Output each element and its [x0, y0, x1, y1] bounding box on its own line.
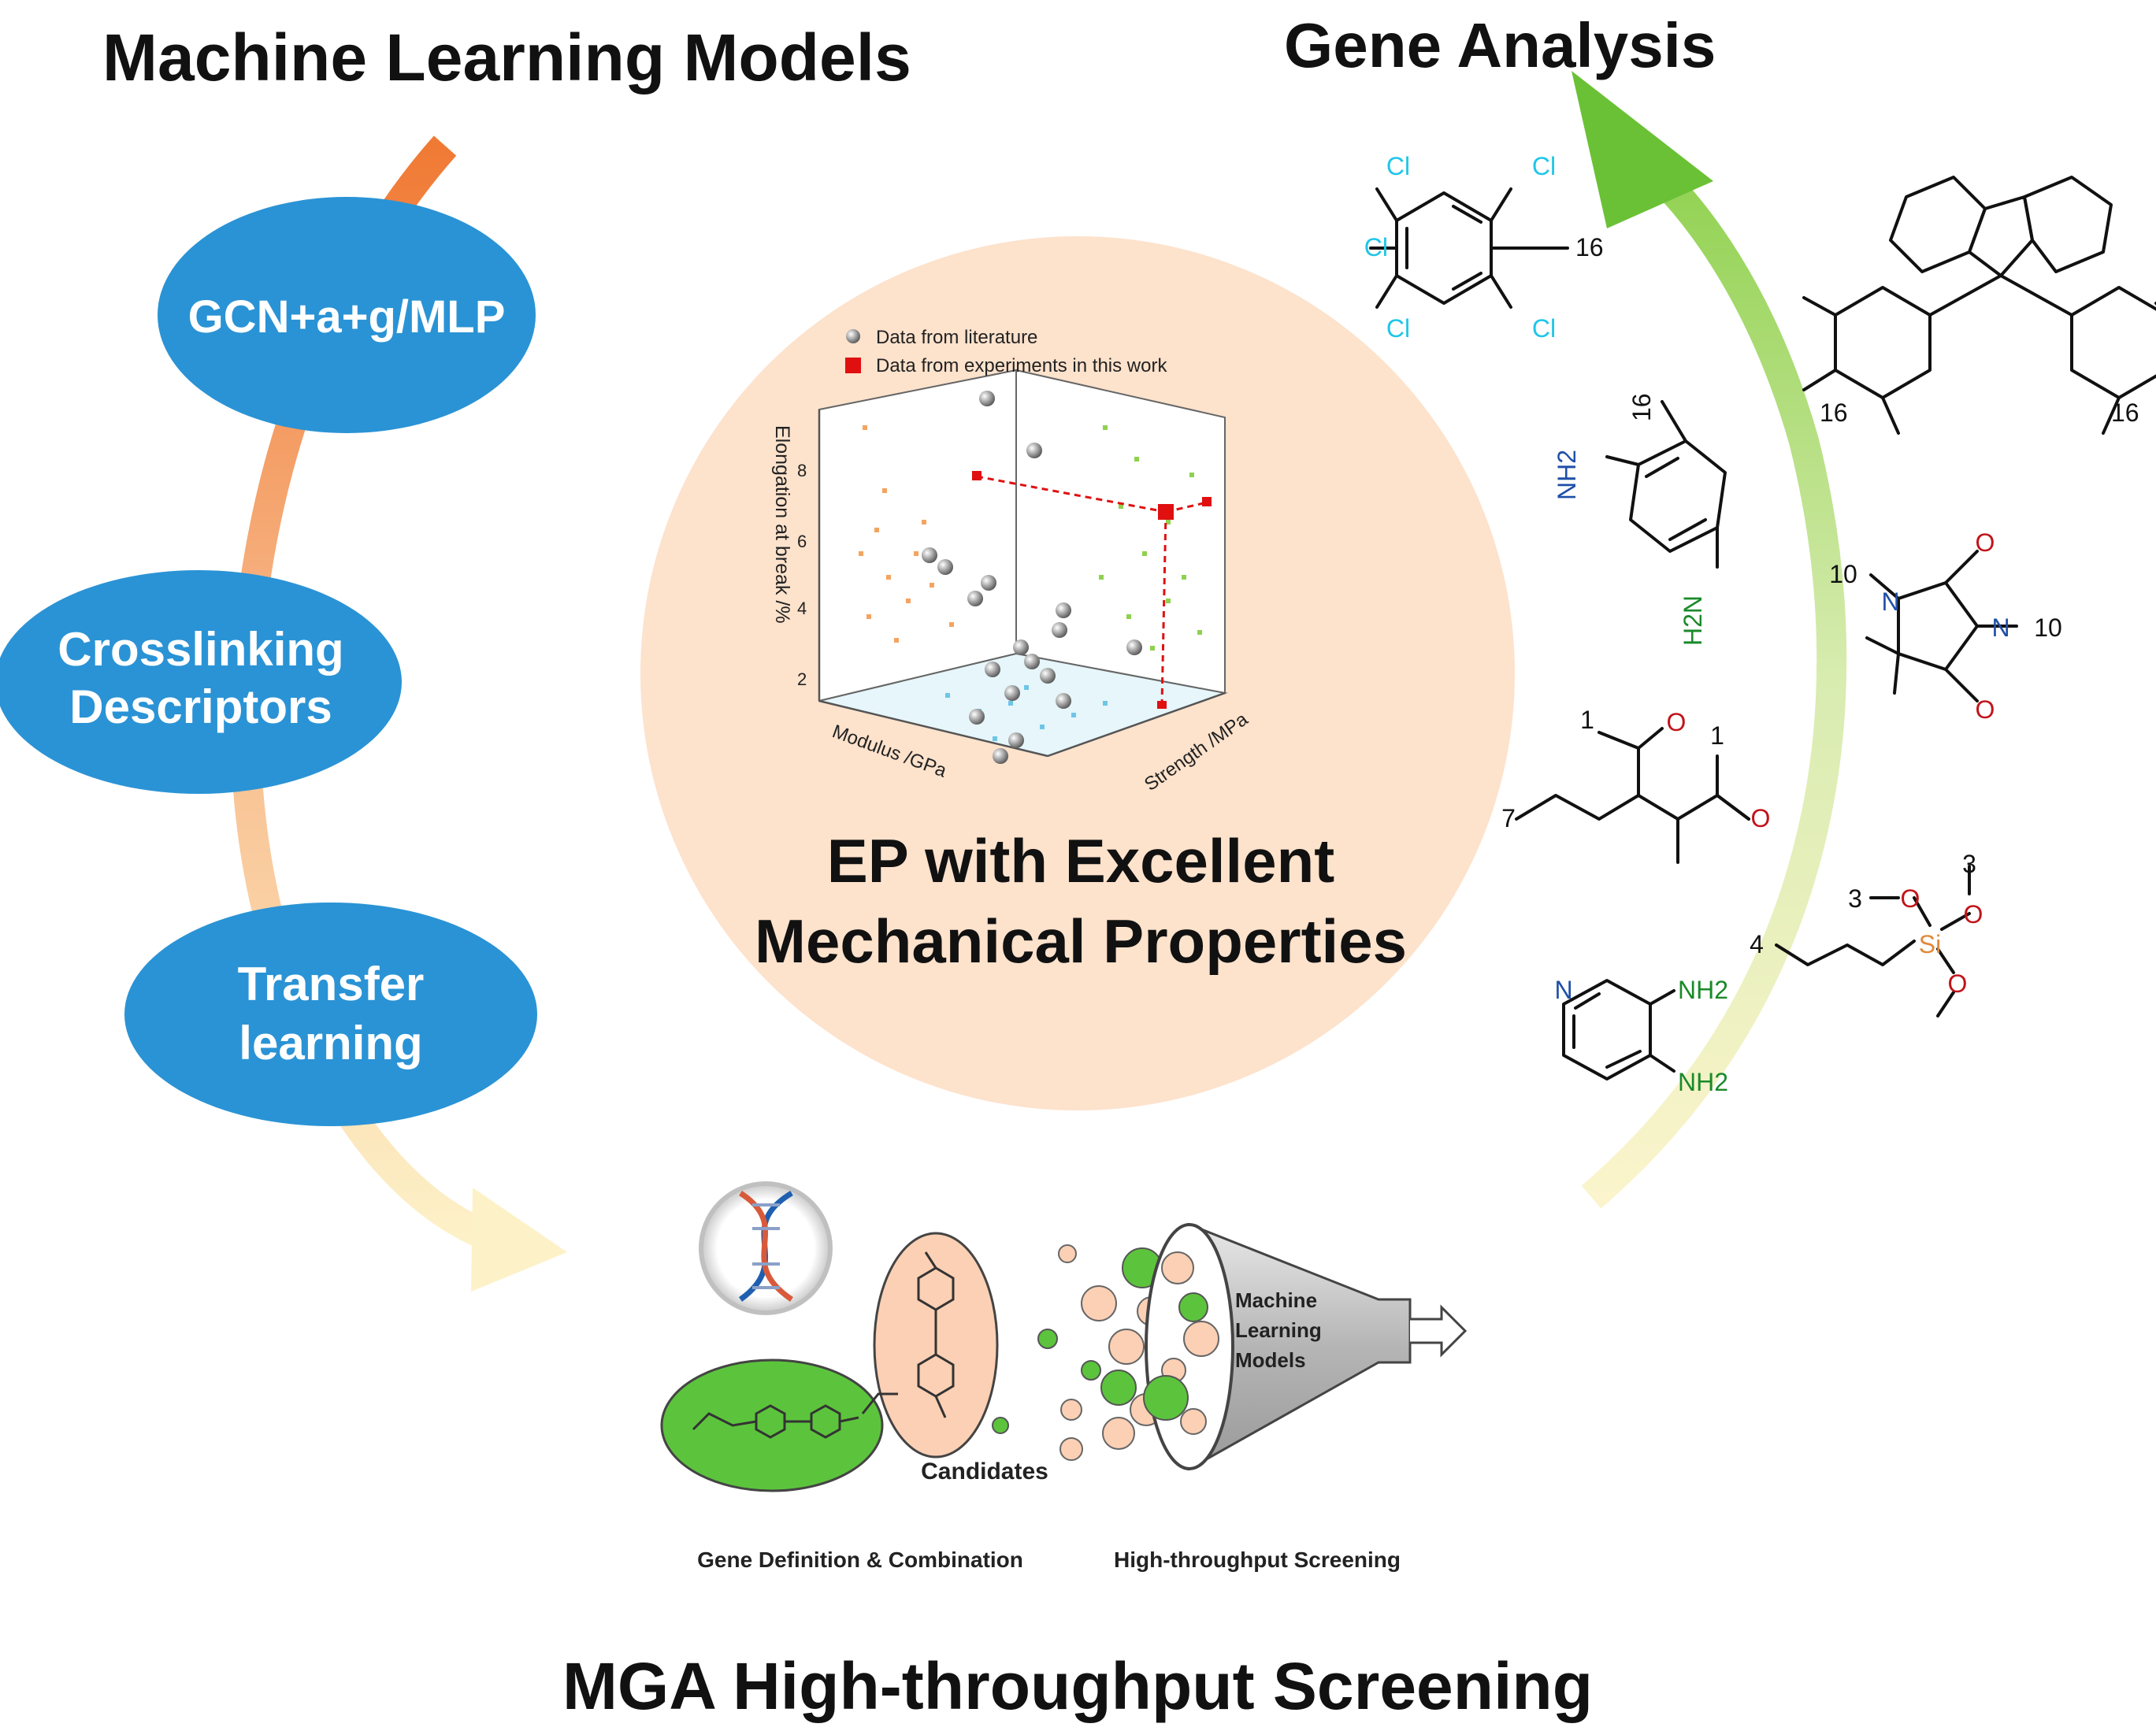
candidates-label: Candidates	[921, 1459, 1048, 1485]
ep-title-line2: Mechanical Properties	[755, 906, 1407, 976]
experiment-points	[972, 471, 1212, 709]
molecule-silane: O O O Si 3 3 4	[1750, 850, 1983, 1017]
m1-cl-2: Cl	[1532, 152, 1556, 180]
m4-o1: O	[1976, 528, 1995, 557]
chart-legend: Data from literature Data from experimen…	[845, 327, 1167, 376]
caption-gene-definition: Gene Definition & Combination	[697, 1548, 1023, 1572]
m1-cl-5: Cl	[1532, 314, 1556, 343]
z-tick-8: 8	[797, 461, 807, 480]
ep-title-line1: EP with Excellent	[827, 826, 1334, 895]
projection-points-left	[859, 425, 954, 643]
m6-index-2: 3	[1962, 850, 1976, 878]
step-transfer-label-2: learning	[239, 1017, 422, 1069]
z-axis-label: Elongation at break /%	[771, 425, 793, 624]
step-gcn-label: GCN+a+g/MLP	[188, 291, 506, 343]
molecule-hydantoin: N N O O 10 10	[1829, 528, 2062, 724]
ml-funnel: Machine Learning Models	[1143, 1222, 1468, 1471]
funnel-label-2: Learning	[1235, 1318, 1322, 1342]
m4-index-1: 10	[1829, 560, 1857, 588]
m4-o2: O	[1976, 695, 1995, 724]
m6-si: Si	[1919, 930, 1941, 958]
m1-cl-1: Cl	[1386, 152, 1410, 180]
m7-n: N	[1554, 976, 1572, 1004]
m3-index: 16	[1627, 393, 1656, 421]
m4-n2: N	[1991, 613, 2009, 642]
m2-index-2: 16	[2111, 398, 2139, 427]
m7-nh2-1: NH2	[1678, 976, 1728, 1004]
m5-index-3: 7	[1501, 804, 1516, 832]
mga-title: MGA High-throughput Screening	[562, 1649, 1593, 1723]
molecule-fluorene: 16 16	[1802, 176, 2156, 435]
molecule-diaminopyridine: N NH2 NH2	[1554, 976, 1728, 1096]
m3-h2n: H2N	[1679, 595, 1707, 646]
m1-index: 16	[1575, 233, 1604, 261]
m5-o2: O	[1751, 804, 1771, 832]
legend-marker-experiment	[845, 358, 861, 373]
z-tick-6: 6	[797, 532, 807, 551]
m3-nh2: NH2	[1553, 450, 1581, 500]
m7-nh2-2: NH2	[1678, 1068, 1728, 1096]
m4-index-2: 10	[2034, 613, 2062, 642]
funnel-label-3: Models	[1235, 1348, 1306, 1372]
ml-models-title: Machine Learning Models	[102, 20, 911, 95]
candidate-circles	[992, 1244, 1167, 1461]
gene-molecule-orange	[873, 1232, 999, 1459]
m6-index-1: 3	[1848, 884, 1862, 913]
scatter-3d-chart: 2 4 6 8 Elongation at break /% Modulus /…	[771, 327, 1252, 795]
m1-cl-4: Cl	[1386, 314, 1410, 343]
m6-o3: O	[1948, 969, 1968, 998]
dna-icon	[699, 1181, 833, 1315]
step-descriptors-label-2: Descriptors	[69, 680, 332, 733]
legend-experiment: Data from experiments in this work	[876, 355, 1167, 376]
step-transfer-label-1: Transfer	[238, 958, 425, 1010]
m6-index-3: 4	[1750, 930, 1764, 958]
right-flow-arrow	[1572, 71, 1847, 1209]
z-tick-2: 2	[797, 669, 807, 689]
m2-index-1: 16	[1820, 398, 1848, 427]
m5-o1: O	[1667, 708, 1687, 736]
legend-marker-literature	[846, 329, 860, 343]
step-transfer-node: Transfer learning	[124, 903, 537, 1126]
legend-literature: Data from literature	[876, 327, 1037, 348]
funnel-label-1: Machine	[1235, 1288, 1317, 1312]
m4-n1: N	[1881, 588, 1899, 616]
m5-index-1: 1	[1580, 706, 1594, 734]
caption-screening: High-throughput Screening	[1114, 1548, 1401, 1572]
m6-o2: O	[1964, 900, 1983, 929]
step-gcn-node: GCN+a+g/MLP	[158, 197, 536, 433]
step-descriptors-label-1: Crosslinking	[58, 623, 343, 676]
m1-cl-3: Cl	[1364, 233, 1388, 261]
molecule-pentachlorophenyl: Cl Cl Cl Cl Cl 16	[1364, 152, 1604, 343]
m6-o1: O	[1901, 884, 1920, 913]
gene-analysis-title: Gene Analysis	[1284, 10, 1716, 80]
projection-points-right	[1099, 425, 1202, 651]
literature-points	[922, 391, 1142, 764]
z-tick-4: 4	[797, 599, 807, 618]
molecule-diamine: NH2 H2N 16	[1553, 393, 1727, 646]
m5-index-2: 1	[1710, 721, 1724, 750]
step-descriptors-node: Crosslinking Descriptors	[0, 570, 402, 794]
gene-link	[861, 1392, 898, 1414]
gene-molecule-green	[660, 1358, 884, 1492]
molecule-diketone: O O 1 1 7	[1501, 706, 1771, 864]
